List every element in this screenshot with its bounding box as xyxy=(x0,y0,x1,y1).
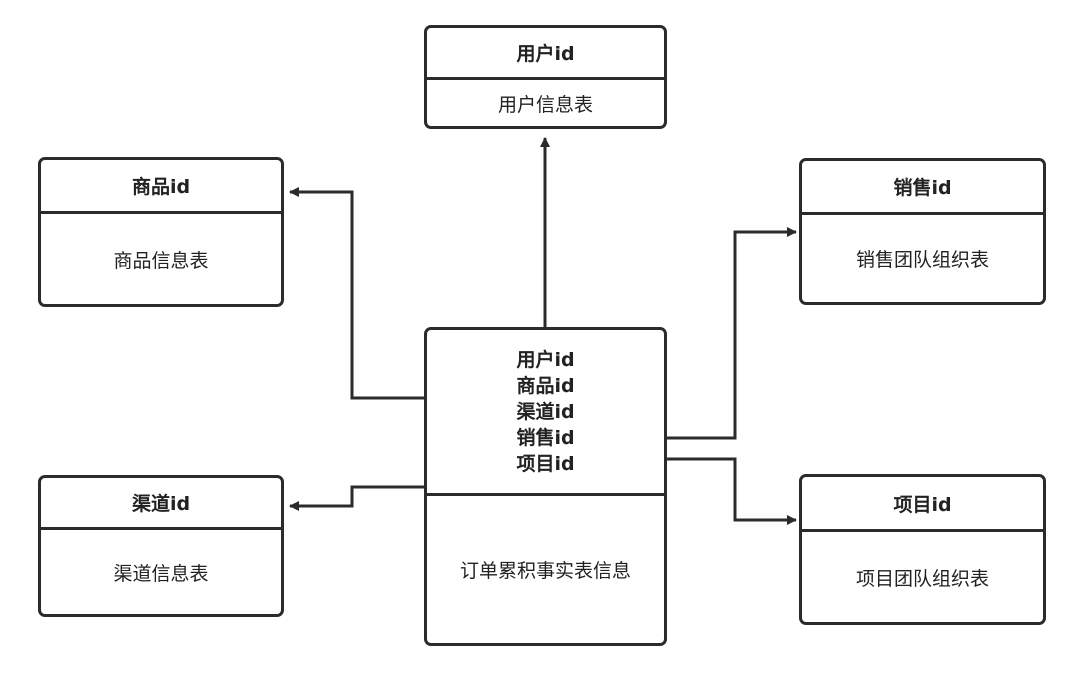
connector-fact-to-project xyxy=(666,457,797,525)
channel-table-key: 渠道id xyxy=(41,478,281,530)
fact-key-product: 商品id xyxy=(516,374,575,397)
channel-table: 渠道id 渠道信息表 xyxy=(38,475,284,617)
connector-fact-to-channel xyxy=(289,485,424,511)
sales-table-name: 销售团队组织表 xyxy=(855,249,989,271)
product-table-key: 商品id xyxy=(41,160,281,214)
user-table: 用户id 用户信息表 xyxy=(424,25,667,129)
sales-table: 销售id 销售团队组织表 xyxy=(799,158,1046,305)
project-table: 项目id 项目团队组织表 xyxy=(799,474,1046,625)
user-table-key: 用户id xyxy=(427,28,664,80)
product-table-name: 商品信息表 xyxy=(113,249,209,272)
project-table-name: 项目团队组织表 xyxy=(855,567,989,590)
connector-fact-to-sales xyxy=(666,227,797,440)
fact-key-sales: 销售id xyxy=(516,426,575,449)
channel-table-name: 渠道信息表 xyxy=(113,562,209,585)
sales-table-key: 销售id xyxy=(802,161,1043,215)
fact-table-name: 订单累积事实表信息 xyxy=(459,560,631,582)
connector-fact-to-product xyxy=(289,187,424,400)
fact-table-keys: 用户id 商品id 渠道id 销售id 项目id xyxy=(427,330,664,496)
project-table-key: 项目id xyxy=(802,477,1043,532)
user-table-name: 用户信息表 xyxy=(497,93,593,116)
fact-key-channel: 渠道id xyxy=(516,400,575,423)
product-table: 商品id 商品信息表 xyxy=(38,157,284,307)
fact-key-user: 用户id xyxy=(516,348,575,371)
fact-table: 用户id 商品id 渠道id 销售id 项目id 订单累积事实表信息 xyxy=(424,327,667,646)
fact-key-project: 项目id xyxy=(516,452,575,475)
